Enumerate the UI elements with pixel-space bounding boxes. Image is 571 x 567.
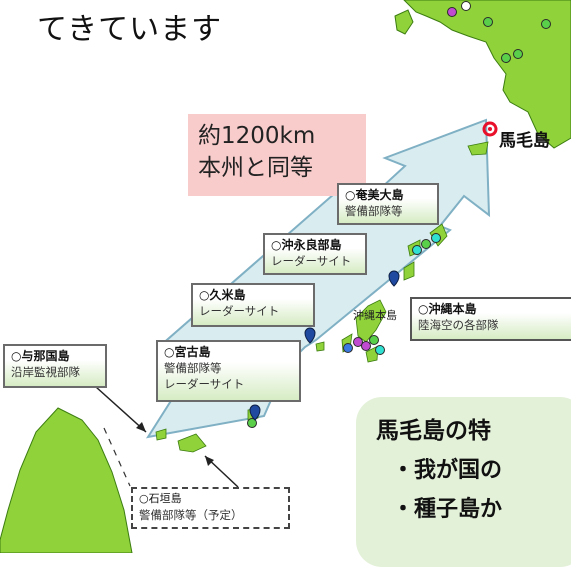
- base-marker-okinawa-1: [353, 337, 363, 347]
- okinoerabu-title: ○沖永良部島: [271, 238, 342, 252]
- ishigaki-leader-arrowhead: [205, 456, 214, 466]
- base-marker-kyushu-5: [541, 19, 551, 29]
- radar-pin-miyako: [249, 404, 261, 421]
- yonaguni-title: ○与那国島: [11, 349, 70, 363]
- ishigaki-title: ○石垣島: [139, 492, 182, 505]
- yonaguni-leader-arrowhead: [136, 422, 146, 432]
- okinoerabu-label-box: ○沖永良部島 レーダーサイト: [263, 233, 367, 275]
- heading-text: てきています: [37, 12, 223, 47]
- okinoerabu-sub: レーダーサイト: [271, 254, 352, 268]
- mage-target-center: [488, 127, 492, 131]
- base-marker-kyushu-3: [483, 17, 493, 27]
- base-marker-kyushu-1: [447, 7, 457, 17]
- amami-sub: 警備部隊等: [345, 204, 403, 218]
- miyako-sub-2: レーダーサイト: [164, 377, 245, 391]
- features-title: 馬毛島の特: [376, 418, 491, 444]
- okinawa-sub: 陸海空の各部隊: [418, 318, 499, 332]
- mage-target-ring: [482, 121, 498, 137]
- yonaguni-leader-line: [95, 386, 147, 433]
- base-marker-okinawa-2: [361, 341, 371, 351]
- base-marker-okinawa-3: [369, 335, 379, 345]
- miyako-label-box: ○宮古島 警備部隊等 レーダーサイト: [156, 340, 301, 402]
- radar-pin-okinoerabu: [388, 270, 400, 287]
- base-marker-kyushu-6: [501, 53, 511, 63]
- kyushu-islet: [394, 9, 414, 35]
- border-dashed-line: [103, 427, 131, 487]
- okinawa-title: ○沖縄本島: [418, 302, 477, 316]
- base-marker-okinoerabu-2: [431, 233, 441, 243]
- base-marker-okinawa-4: [343, 343, 353, 353]
- yonaguni-sub: 沿岸監視部隊: [11, 365, 80, 379]
- base-marker-okinoerabu-1: [421, 239, 431, 249]
- base-marker-miyako-1: [247, 418, 257, 428]
- taiwan-landmass: [0, 407, 133, 553]
- okinawa-label-box: ○沖縄本島 陸海空の各部隊: [410, 297, 571, 341]
- yonaguni-label-box: ○与那国島 沿岸監視部隊: [3, 344, 107, 388]
- base-markers: [247, 1, 551, 428]
- base-marker-kyushu-4: [513, 49, 523, 59]
- kyushu-landmass: [403, 0, 571, 149]
- kume-sub: レーダーサイト: [199, 304, 280, 318]
- base-marker-okinoerabu-3: [412, 245, 422, 255]
- distance-comparison: 本州と同等: [198, 155, 313, 181]
- base-marker-okinawa-5: [375, 345, 385, 355]
- miyako-sub-1: 警備部隊等: [164, 361, 222, 375]
- okinawa-map-label: 沖縄本島: [353, 309, 397, 322]
- mage-island-label: 馬毛島: [499, 131, 550, 151]
- features-panel: 馬毛島の特 ・我が国の ・種子島か: [356, 397, 571, 567]
- features-bullet-2: ・種子島か: [392, 497, 503, 522]
- distance-callout: 約1200km 本州と同等: [188, 114, 366, 196]
- ishigaki-label-box: ○石垣島 警備部隊等（予定）: [131, 487, 290, 529]
- miyako-title: ○宮古島: [164, 345, 211, 359]
- kume-label-box: ○久米島 レーダーサイト: [191, 283, 315, 327]
- distance-value: 約1200km: [198, 123, 316, 149]
- amami-label-box: ○奄美大島 警備部隊等: [337, 183, 439, 225]
- radar-pin-okinawa: [304, 327, 316, 344]
- amami-title: ○奄美大島: [345, 188, 404, 202]
- base-marker-kyushu-2: [461, 1, 471, 11]
- radar-pins: [249, 270, 400, 421]
- features-bullet-1: ・我が国の: [392, 458, 503, 483]
- ishigaki-sub: 警備部隊等（予定）: [139, 508, 243, 522]
- kume-title: ○久米島: [199, 288, 246, 302]
